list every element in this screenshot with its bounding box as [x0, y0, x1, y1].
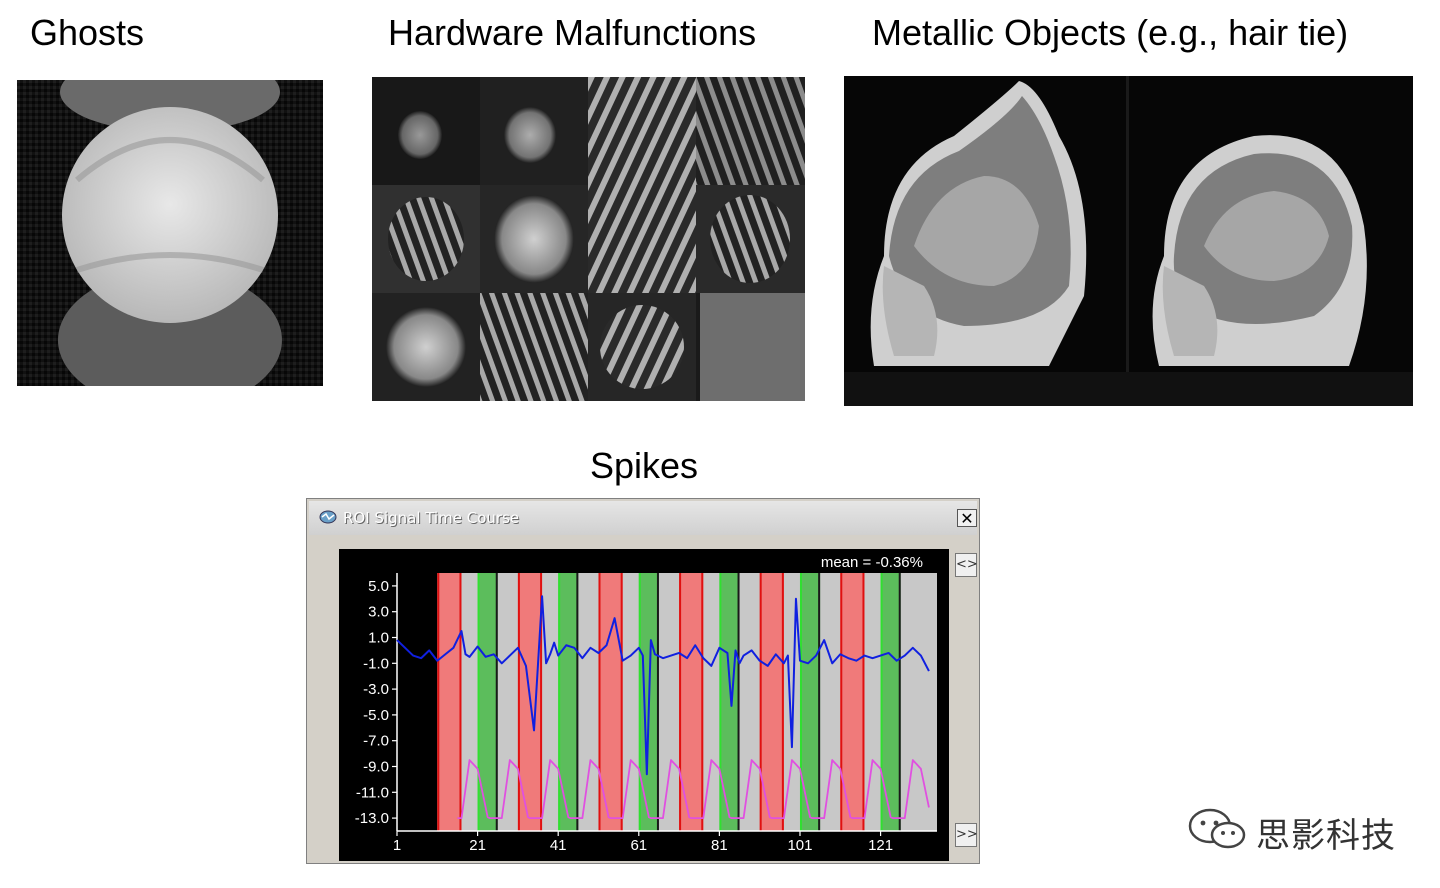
- roi-signal-series: [396, 595, 930, 776]
- condition-block: [799, 573, 821, 831]
- condition-onset-line: [598, 573, 601, 831]
- roi-window-title: ROI Signal Time Course: [343, 509, 520, 527]
- condition-block: [719, 573, 740, 831]
- wechat-logo-icon: [1188, 808, 1246, 849]
- condition-onset-line: [880, 573, 883, 831]
- next-page-button[interactable]: >>: [955, 823, 978, 847]
- y-tick-label: -7.0: [363, 733, 389, 750]
- y-tick-label: -9.0: [363, 759, 389, 776]
- model-hrf-series: [457, 759, 930, 820]
- condition-block: [477, 573, 498, 831]
- x-tick-label: 21: [469, 837, 486, 854]
- condition-offset-line: [540, 573, 543, 831]
- y-tick-label: -13.0: [355, 810, 389, 827]
- condition-offset-line: [701, 573, 704, 831]
- condition-onset-line: [437, 573, 440, 831]
- condition-block: [759, 573, 784, 831]
- x-tick-label: 1: [393, 837, 401, 854]
- condition-onset-line: [679, 573, 682, 831]
- condition-offset-line: [818, 573, 821, 831]
- condition-onset-line: [638, 573, 641, 831]
- y-tick-label: 1.0: [368, 630, 389, 647]
- condition-offset-line: [898, 573, 901, 831]
- condition-offset-line: [576, 573, 579, 831]
- condition-offset-line: [620, 573, 623, 831]
- condition-block: [437, 573, 462, 831]
- metallic-objects-image: [844, 76, 1413, 406]
- condition-block: [679, 573, 704, 831]
- condition-offset-line: [862, 573, 865, 831]
- watermark-text: 思影科技: [1256, 816, 1396, 856]
- x-tick-label: 121: [868, 837, 893, 854]
- expand-icon: <>: [956, 557, 978, 572]
- condition-onset-line: [799, 573, 802, 831]
- condition-onset-line: [558, 573, 561, 831]
- y-tick-label: 5.0: [368, 578, 389, 595]
- condition-onset-line: [719, 573, 722, 831]
- condition-block: [598, 573, 623, 831]
- caption-spikes: Spikes: [590, 445, 699, 486]
- roi-window-titlebar[interactable]: ROI Signal Time Course ✕: [309, 501, 977, 535]
- x-tick-label: 41: [550, 837, 567, 854]
- condition-offset-line: [737, 573, 740, 831]
- roi-signal-window: ROI Signal Time Course ✕ 5.0 3.0 1.0 -1.0 -3…: [306, 498, 980, 864]
- double-chevron-right-icon: >>: [956, 827, 978, 842]
- y-tick-label: 3.0: [368, 604, 389, 621]
- condition-offset-line: [459, 573, 462, 831]
- close-button[interactable]: ✕: [957, 509, 977, 528]
- caption-hardware-malfunctions: Hardware Malfunctions: [388, 12, 757, 53]
- condition-offset-line: [495, 573, 498, 831]
- mean-label: mean = -0.36%: [821, 554, 923, 571]
- baseline-region: [397, 573, 438, 831]
- x-tick-label: 61: [630, 837, 647, 854]
- condition-block: [880, 573, 901, 831]
- hardware-malfunctions-image: [372, 77, 805, 401]
- y-tick-label: -5.0: [363, 707, 389, 724]
- y-tick-label: -1.0: [363, 655, 389, 672]
- close-icon: ✕: [960, 509, 974, 528]
- condition-onset-line: [477, 573, 480, 831]
- condition-block: [840, 573, 865, 831]
- condition-onset-line: [840, 573, 843, 831]
- condition-block: [558, 573, 579, 831]
- x-tick-label: 81: [711, 837, 728, 854]
- roi-app-icon: [319, 510, 337, 524]
- y-tick-label: -3.0: [363, 681, 389, 698]
- caption-ghosts: Ghosts: [30, 12, 145, 53]
- x-tick-label: 101: [787, 837, 812, 854]
- y-tick-label: -11.0: [356, 784, 389, 801]
- caption-metallic-objects: Metallic Objects (e.g., hair tie): [872, 12, 1349, 53]
- zoom-toggle-button[interactable]: <>: [955, 553, 978, 577]
- condition-offset-line: [656, 573, 659, 831]
- condition-onset-line: [517, 573, 520, 831]
- condition-offset-line: [781, 573, 784, 831]
- time-course-plot: 5.03.01.0-1.0-3.0-5.0-7.0-9.0-11.0-13.01…: [355, 554, 937, 854]
- condition-onset-line: [759, 573, 762, 831]
- ghosts-image: [17, 80, 323, 386]
